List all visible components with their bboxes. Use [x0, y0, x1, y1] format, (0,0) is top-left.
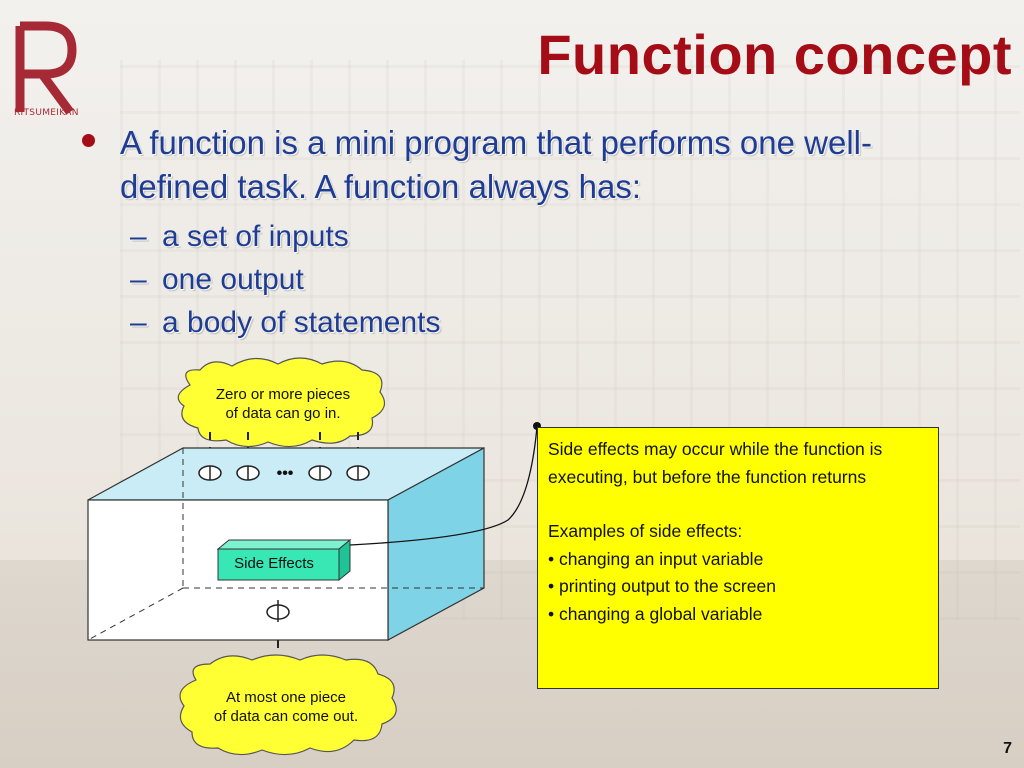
sub-bullet-text: one output	[162, 263, 304, 296]
sub-bullet-text: a set of inputs	[162, 220, 349, 253]
main-bullet-text: A function is a mini program that perfor…	[120, 124, 872, 205]
sub-bullet-dash: –	[130, 220, 147, 253]
side-effects-label: Side Effects	[234, 555, 314, 572]
slide-title: Function concept	[537, 23, 1012, 86]
example-item: • printing output to the screen	[548, 576, 776, 596]
page-number: 7	[1003, 740, 1012, 757]
sub-bullet-item: – a body of statements	[130, 301, 441, 344]
side-effects-info-box: Side effects may occur while the functio…	[537, 427, 939, 689]
example-item: • changing a global variable	[548, 603, 763, 624]
sub-bullet-item: – one output	[130, 258, 441, 301]
input-cloud-line1: Zero or more pieces	[215, 386, 351, 403]
sub-bullet-item: – a set of inputs	[130, 215, 441, 258]
sub-bullet-dash: –	[130, 263, 147, 296]
examples-heading: Examples of side effects:	[548, 521, 743, 541]
sub-bullet-dash: –	[130, 306, 147, 339]
output-cloud-line1: At most one piece	[225, 689, 347, 706]
sub-bullet-list: – a set of inputs – one output – a body …	[130, 215, 441, 344]
output-cloud-line2: of data can come out.	[213, 708, 359, 725]
input-ellipsis: •••	[277, 465, 294, 482]
input-cloud-line2: of data can go in.	[225, 405, 341, 422]
connector-line	[349, 426, 538, 546]
sub-bullet-text: a body of statements	[162, 306, 441, 339]
side-effects-box	[217, 548, 340, 581]
example-item: • changing an input variable	[548, 548, 764, 569]
output-cloud-text: At most one piece of data can come out.	[186, 688, 386, 726]
input-cloud-text: Zero or more pieces of data can go in.	[188, 385, 378, 423]
ritsumeikan-logo-icon	[15, 21, 77, 115]
bullet-dot-icon	[82, 134, 95, 147]
info-paragraph: Side effects may occur while the functio…	[548, 439, 883, 487]
logo-wordmark: RITSUMEIKAN	[14, 108, 79, 118]
input-cloud-shape	[177, 357, 386, 448]
output-cloud-shape	[179, 654, 397, 756]
